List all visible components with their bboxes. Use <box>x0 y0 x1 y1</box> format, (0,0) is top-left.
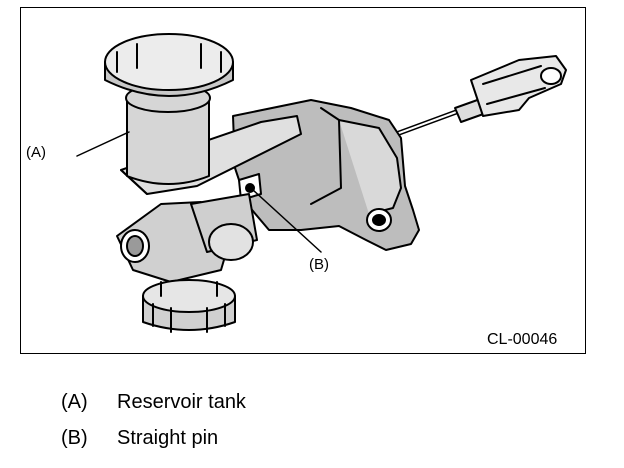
reservoir-tank <box>104 33 234 185</box>
push-rod <box>388 97 490 139</box>
clevis-fork <box>470 55 567 117</box>
figure-code: CL-00046 <box>487 331 558 348</box>
straight-pin <box>238 173 262 201</box>
legend-key: (B) <box>61 426 88 449</box>
legend-item: (A) Reservoir tank <box>61 384 246 420</box>
outlet-fitting-right <box>190 193 258 261</box>
outlet-fitting-left <box>116 201 232 283</box>
leader-line-b <box>252 189 322 253</box>
callout-label-b: (B) <box>309 256 329 273</box>
legend-label: Straight pin <box>117 426 219 449</box>
leader-line-a <box>76 131 130 157</box>
legend-item: (B) Straight pin <box>61 420 246 456</box>
master-cylinder-drawing <box>76 33 567 333</box>
legend-key: (A) <box>61 390 88 413</box>
figure-frame <box>20 7 586 354</box>
legend-label: Reservoir tank <box>117 390 246 413</box>
lower-nut <box>142 279 236 333</box>
legend: (A) Reservoir tank (B) Straight pin <box>61 384 246 456</box>
callout-label-a: (A) <box>26 144 46 161</box>
